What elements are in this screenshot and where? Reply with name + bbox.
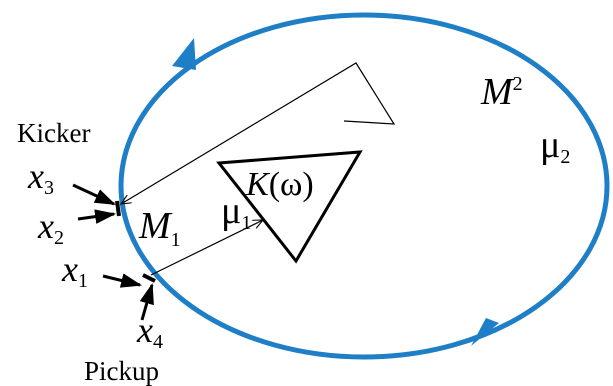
kicker-marker [115,200,121,217]
x1-label: x1 [61,249,88,292]
mu2-label: μ2 [540,124,570,168]
signal-path-amplifier-to-kicker [121,62,396,204]
x2-arrow [77,209,117,224]
storage-ring [118,12,610,360]
pickup-marker [142,273,156,283]
ring-direction-arrow-bottom [471,318,499,346]
M1-label: M1 [138,205,181,251]
x4-arrow [139,282,154,321]
amplifier-label: K(ω) [245,166,314,203]
x4-label: x4 [136,310,163,353]
amplifier-triangle [216,150,363,264]
kicker-label: Kicker [17,118,90,148]
x3-label: x3 [27,156,54,199]
ring-direction-arrow-top [172,38,196,70]
M2-label: M2 [480,71,523,113]
pickup-label: Pickup [84,356,159,386]
x3-arrow [72,183,116,206]
x2-label: x2 [37,206,64,249]
x1-arrow [102,273,143,288]
mu1-label: μ1 [221,190,251,234]
signal-path-pickup-to-amplifier [150,220,263,276]
